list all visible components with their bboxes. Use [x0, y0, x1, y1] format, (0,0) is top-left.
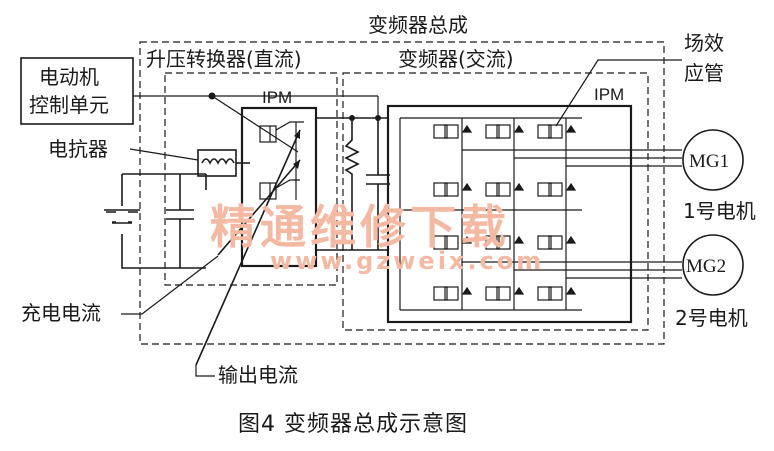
inverter-frame	[342, 72, 649, 331]
output-current-label: 输出电流	[218, 363, 298, 387]
mg1-motor	[682, 129, 744, 191]
ipm-left-box	[240, 106, 318, 268]
mg1-label: MG1	[689, 151, 729, 172]
assembly-label: 变频器总成	[368, 13, 468, 37]
mg1-name: 1号电机	[683, 199, 756, 223]
inverter-label: 变频器(交流)	[398, 47, 514, 71]
mg2-label: MG2	[686, 256, 726, 277]
motor-control-unit-line2: 控制单元	[29, 93, 109, 117]
watermark-url: www.gzweix.com	[270, 247, 544, 275]
boost-converter-frame	[164, 72, 338, 286]
mg2-motor	[682, 234, 744, 296]
ipm-left-label: IPM	[262, 88, 292, 107]
mg2-name: 2号电机	[675, 306, 748, 330]
watermark-main: 精通维修下载	[210, 200, 510, 254]
transistor-label-line2: 应管	[684, 61, 724, 85]
ipm-right-label: IPM	[594, 85, 624, 104]
boost-converter-label: 升压转换器(直流)	[146, 47, 302, 71]
ipm-right-box	[386, 104, 633, 324]
motor-control-unit-line1: 电动机	[39, 65, 99, 89]
motor-control-unit-box	[20, 57, 134, 125]
reactor-box	[197, 149, 237, 177]
charge-current-label: 充电电流	[21, 301, 101, 325]
reactor-label: 电抗器	[48, 137, 108, 161]
transistor-label-line1: 场效	[684, 31, 724, 55]
figure-caption: 图4 变频器总成示意图	[238, 412, 468, 437]
assembly-frame	[139, 41, 665, 345]
